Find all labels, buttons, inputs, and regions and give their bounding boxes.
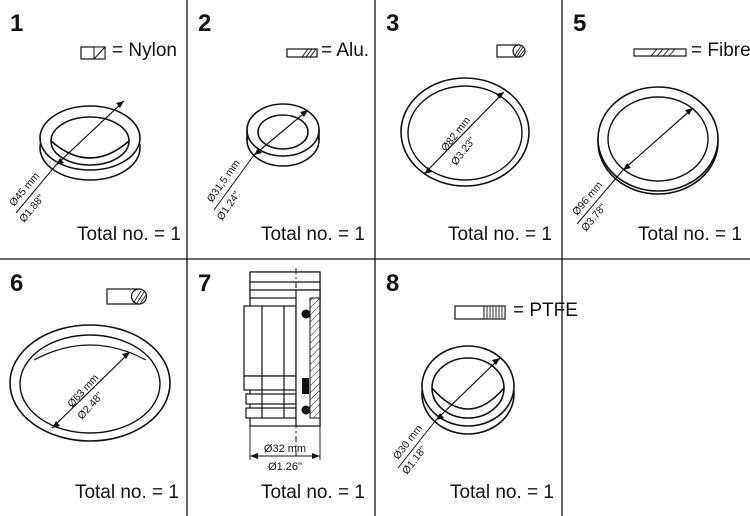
fitting-section-drawing: Ø32 mm Ø1.26" — [243, 268, 321, 473]
cell-1: 1 = Nylon Ø45 mm Ø1.88" Total no. = 1 — [0, 0, 187, 259]
total-count: Total no. = 1 — [637, 224, 742, 245]
total-count: Total no. = 1 — [76, 224, 181, 245]
ptfe-ring-drawing: Ø30 mm Ø1.18" — [391, 345, 515, 477]
ptfe-material-icon — [454, 305, 506, 320]
o-ring-drawing: Ø82 mm Ø3.23" — [400, 77, 530, 187]
nylon-ring-drawing: Ø45 mm Ø1.88" — [7, 100, 141, 225]
total-count: Total no. = 1 — [74, 482, 179, 503]
diameter-inch: Ø1.26" — [268, 461, 302, 473]
material-label: = Fibre — [691, 40, 750, 61]
diameter-mm: Ø32 mm — [264, 443, 306, 455]
part-number: 6 — [10, 270, 24, 297]
total-count: Total no. = 1 — [449, 482, 554, 503]
aluminium-material-icon — [286, 48, 318, 58]
empty-cell — [563, 260, 750, 516]
round-section-icon — [496, 44, 526, 58]
part-number: 5 — [573, 10, 587, 37]
part-number: 2 — [198, 10, 212, 37]
cell-8: 8 = PTFE Ø30 mm Ø1.18" Total no. = 1 — [376, 260, 578, 516]
cell-5: 5 = Fibre Ø96 mm Ø3.78" Total no. = 1 — [563, 0, 750, 259]
nylon-material-icon — [80, 46, 106, 60]
material-label: = Alu. — [321, 40, 370, 61]
total-count: Total no. = 1 — [260, 482, 365, 503]
total-count: Total no. = 1 — [447, 224, 552, 245]
cell-7: 7 — [188, 260, 375, 516]
o-ring-drawing: Ø63 mm Ø2.48" — [9, 324, 171, 442]
cell-6: 6 Ø63 mm Ø2.48" Total no. = 1 — [0, 260, 187, 516]
fibre-washer-drawing: Ø96 mm Ø3.78" — [570, 86, 719, 234]
round-section-icon — [106, 288, 148, 305]
part-number: 3 — [386, 10, 400, 37]
part-number: 7 — [198, 270, 212, 297]
fibre-material-icon — [633, 48, 687, 57]
total-count: Total no. = 1 — [260, 224, 365, 245]
material-label: = Nylon — [112, 40, 177, 61]
cell-2: 2 = Alu. Ø31,5 mm Ø1.24" Total no. = 1 — [188, 0, 375, 259]
part-number: 8 — [386, 270, 400, 297]
material-label: = PTFE — [513, 300, 578, 321]
part-number: 1 — [10, 10, 24, 37]
cell-3: 3 Ø82 mm Ø3.23" Total no. = 1 — [376, 0, 562, 259]
aluminium-ring-drawing: Ø31,5 mm Ø1.24" — [205, 103, 320, 223]
